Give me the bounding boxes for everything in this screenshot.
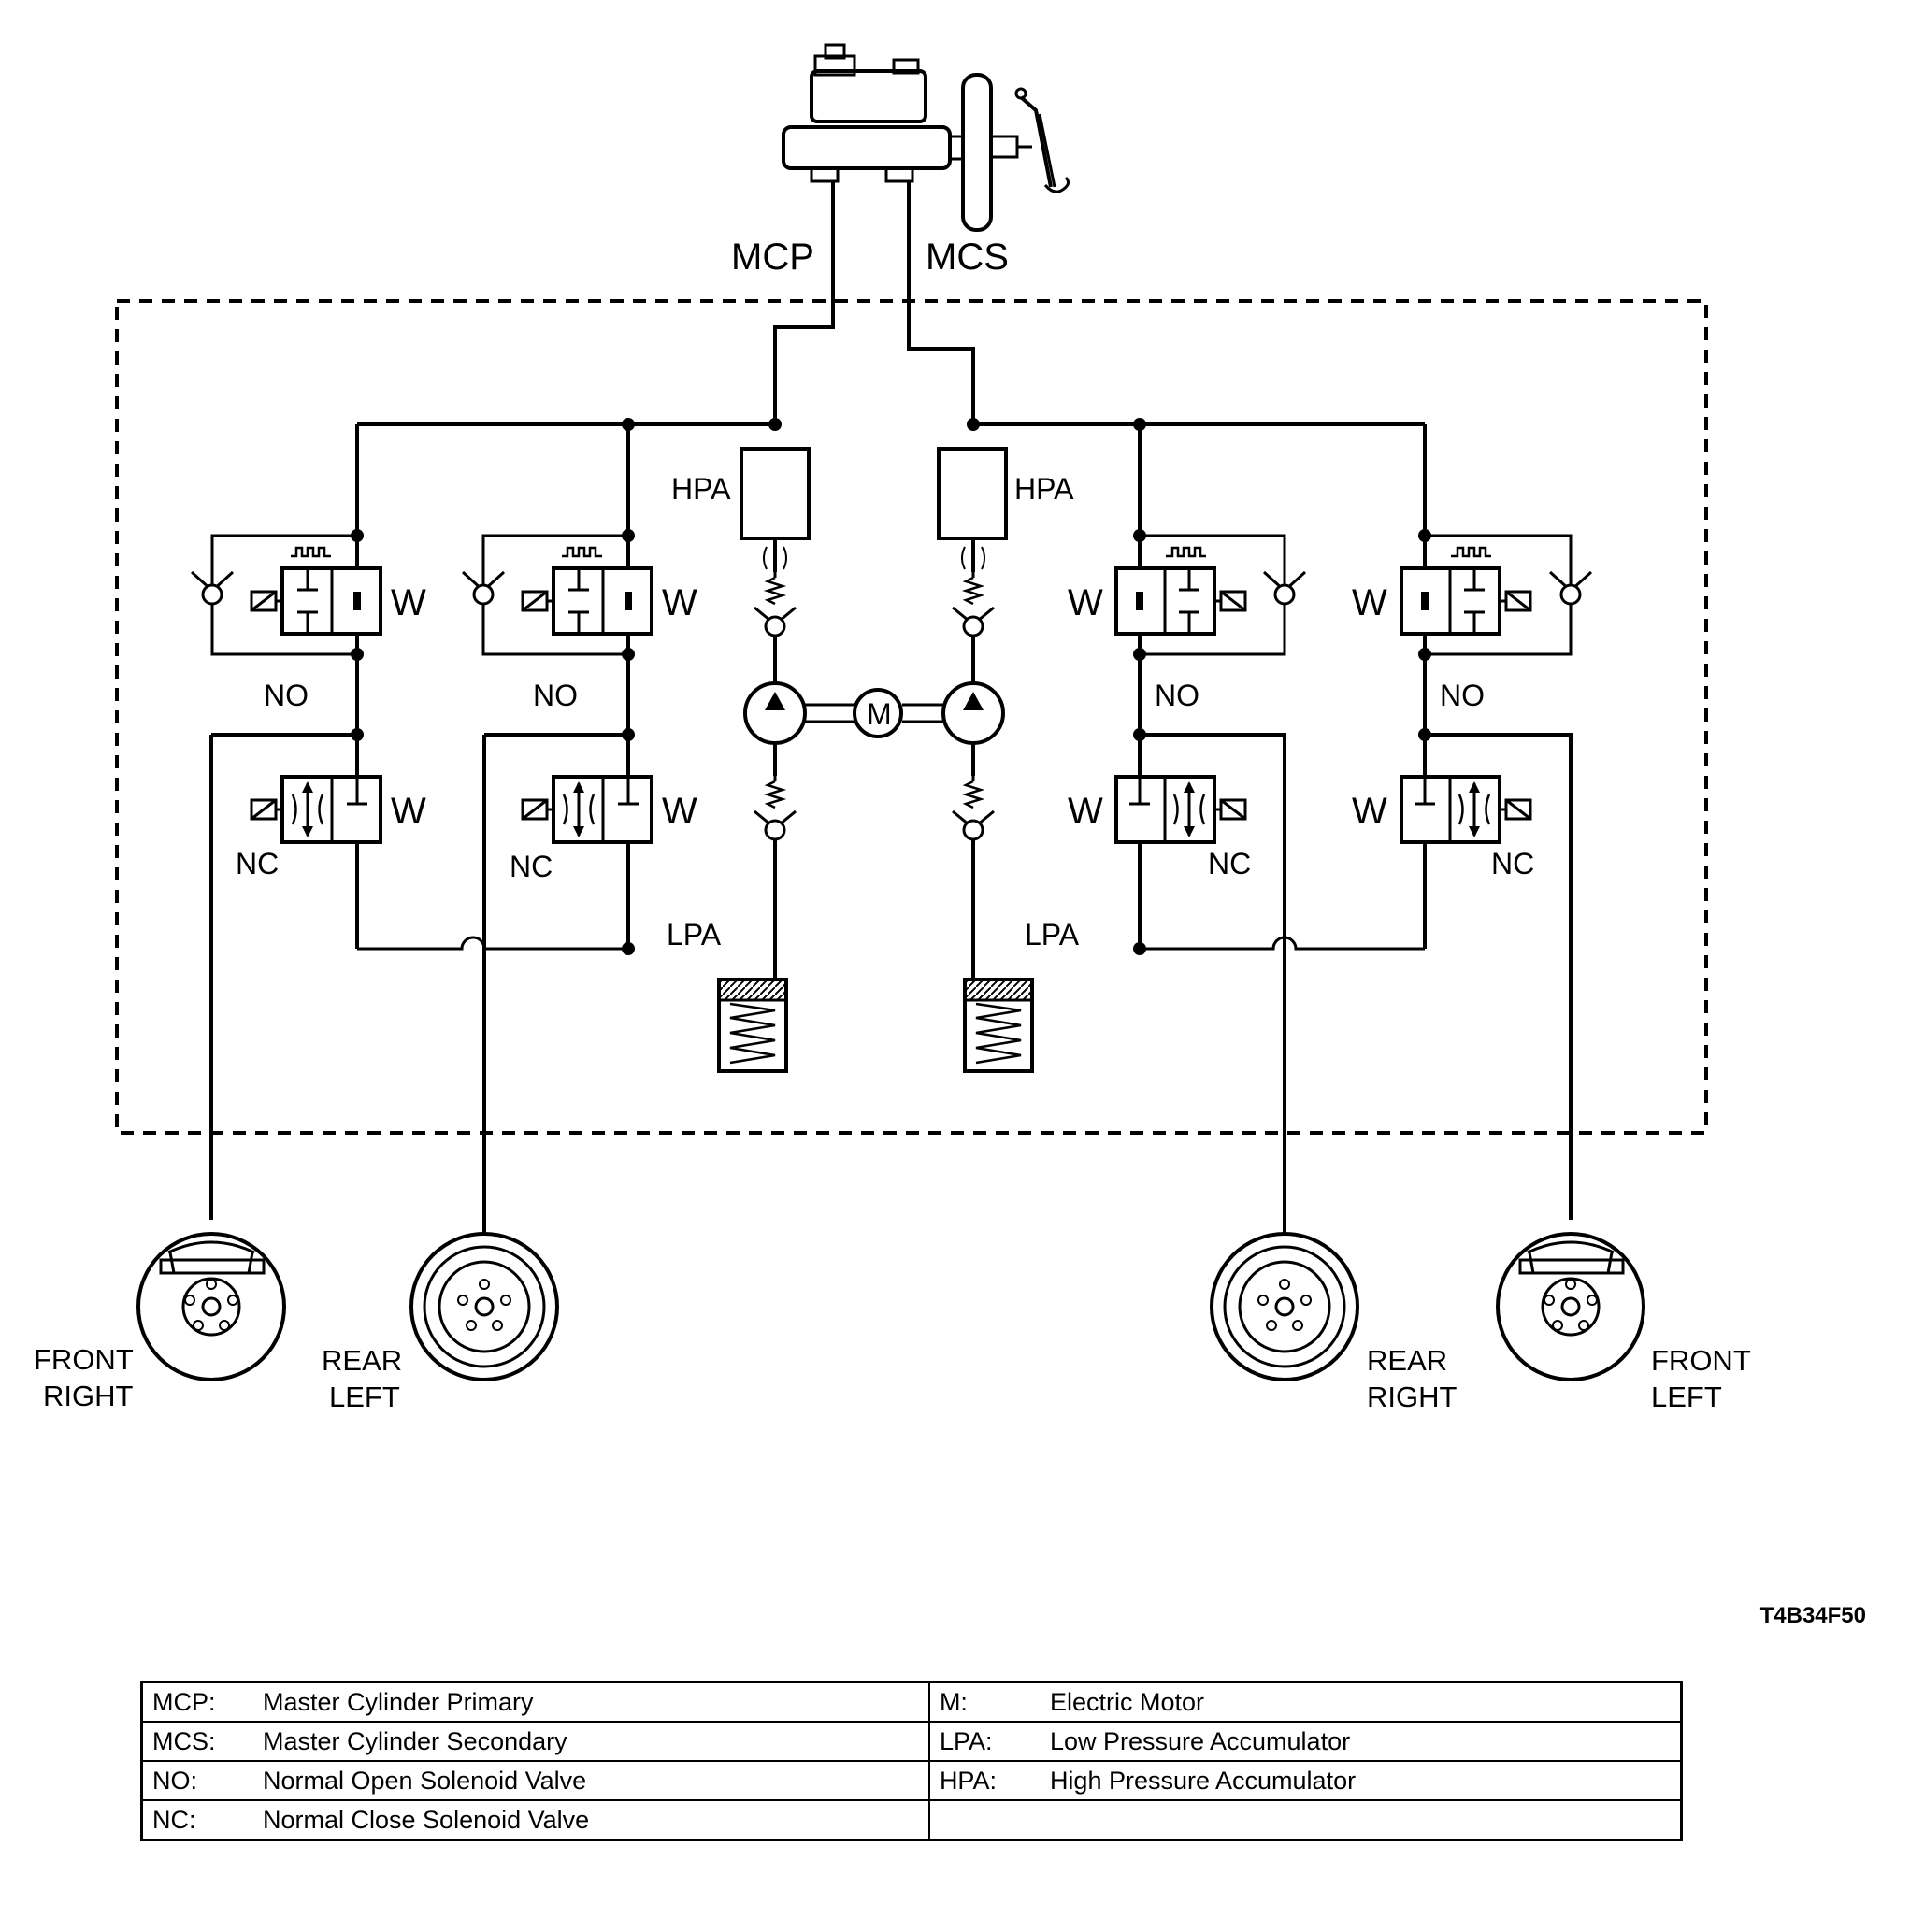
mcs-line <box>907 181 975 424</box>
legend-text: Low Pressure Accumulator <box>1049 1726 1351 1755</box>
pump-outlet-check-valve <box>753 570 797 637</box>
wheel-label-front-right: FRONT <box>34 1343 134 1376</box>
mcs-label: MCS <box>926 236 1009 278</box>
hydraulic-unit-boundary <box>115 299 1708 1135</box>
lpa-left <box>717 978 788 1073</box>
legend-text: Master Cylinder Primary <box>263 1687 534 1716</box>
wheel-front-right <box>136 1232 286 1381</box>
no-label: NO <box>533 679 578 712</box>
wheel-front-left <box>1496 1232 1645 1381</box>
legend-cell: LPA: Low Pressure Accumulator <box>927 1721 1683 1762</box>
legend-row: NC: Normal Close Solenoid Valve <box>140 1799 1683 1841</box>
w-label: W <box>1352 582 1387 623</box>
w-label: W <box>1068 582 1103 623</box>
legend-text: Master Cylinder Secondary <box>263 1726 567 1755</box>
junction-dots <box>351 418 1431 955</box>
no-label: NO <box>1155 679 1199 712</box>
no-valve-front-right <box>250 546 382 636</box>
wheel-label-front-left: LEFT <box>1651 1381 1722 1413</box>
no-label: NO <box>264 679 309 712</box>
nc-valve-front-right <box>250 775 382 844</box>
wheel-label-rear-right: RIGHT <box>1367 1381 1458 1413</box>
nc-valve-rear-left <box>521 775 653 844</box>
hpa-label-right: HPA <box>1014 472 1074 506</box>
wheel-label-rear-right: REAR <box>1367 1344 1447 1377</box>
nc-label: NC <box>510 850 553 883</box>
no-valve-rear-left <box>521 546 653 636</box>
hpa-label-left: HPA <box>671 472 731 506</box>
figure-code: T4B34F50 <box>1760 1603 1866 1628</box>
nc-label: NC <box>1208 847 1251 880</box>
wheel-label-front-left: FRONT <box>1651 1344 1751 1377</box>
legend-cell <box>927 1799 1683 1841</box>
pump-inlet-check-valve <box>951 774 996 841</box>
pump-left <box>743 681 807 745</box>
hpa-right <box>937 447 1008 540</box>
legend-cell: MCP: Master Cylinder Primary <box>140 1681 930 1723</box>
motor-label: M <box>867 697 892 731</box>
legend-abbr: NC: <box>152 1805 196 1834</box>
legend-row: MCS: Master Cylinder Secondary LPA: Low Pr… <box>140 1721 1683 1762</box>
legend-text: High Pressure Accumulator <box>1049 1766 1357 1795</box>
nc-label: NC <box>1491 847 1534 880</box>
legend-abbr: MCP: <box>152 1687 216 1716</box>
wheel-rear-left <box>409 1232 559 1381</box>
pump-outlet-check-valve <box>951 570 996 637</box>
mcp-label: MCP <box>731 236 814 278</box>
w-label: W <box>662 582 697 623</box>
mcp-line <box>773 181 835 424</box>
legend-abbr: M: <box>939 1687 968 1716</box>
lpa-right <box>963 978 1034 1073</box>
legend-table: MCP: Master Cylinder Primary M: Electric M… <box>140 1681 1683 1841</box>
legend-cell: NO: Normal Open Solenoid Valve <box>140 1760 930 1801</box>
w-label: W <box>662 791 697 832</box>
legend-text: Electric Motor <box>1049 1687 1204 1716</box>
wheel-rear-right <box>1210 1232 1359 1381</box>
lpa-label-right: LPA <box>1025 918 1080 952</box>
no-label: NO <box>1440 679 1485 712</box>
legend-text: Normal Open Solenoid Valve <box>263 1766 587 1795</box>
nc-label: NC <box>236 847 279 880</box>
legend-cell: MCS: Master Cylinder Secondary <box>140 1721 930 1762</box>
lpa-label-left: LPA <box>667 918 722 952</box>
wheel-label-rear-left: REAR <box>322 1344 402 1377</box>
legend-cell: HPA: High Pressure Accumulator <box>927 1760 1683 1801</box>
legend-abbr: HPA: <box>939 1766 997 1795</box>
legend-abbr: LPA: <box>939 1726 993 1755</box>
hpa-left <box>740 447 811 540</box>
wheel-label-front-right: RIGHT <box>43 1380 134 1412</box>
legend-text: Normal Close Solenoid Valve <box>263 1805 590 1834</box>
legend-abbr: NO: <box>152 1766 198 1795</box>
w-label: W <box>1352 791 1387 832</box>
w-label: W <box>1068 791 1103 832</box>
wheel-label-rear-left: LEFT <box>329 1381 400 1413</box>
legend-row: NO: Normal Open Solenoid Valve HPA: High P… <box>140 1760 1683 1801</box>
electric-motor-symbol <box>853 688 903 738</box>
legend-cell: M: Electric Motor <box>927 1681 1683 1723</box>
pump-inlet-check-valve <box>753 774 797 841</box>
pump-right <box>941 681 1005 745</box>
w-label: W <box>391 582 426 623</box>
w-label: W <box>391 791 426 832</box>
legend-cell: NC: Normal Close Solenoid Valve <box>140 1799 930 1841</box>
master-cylinder <box>782 43 1070 232</box>
legend-row: MCP: Master Cylinder Primary M: Electric M… <box>140 1681 1683 1723</box>
legend-abbr: MCS: <box>152 1726 216 1755</box>
